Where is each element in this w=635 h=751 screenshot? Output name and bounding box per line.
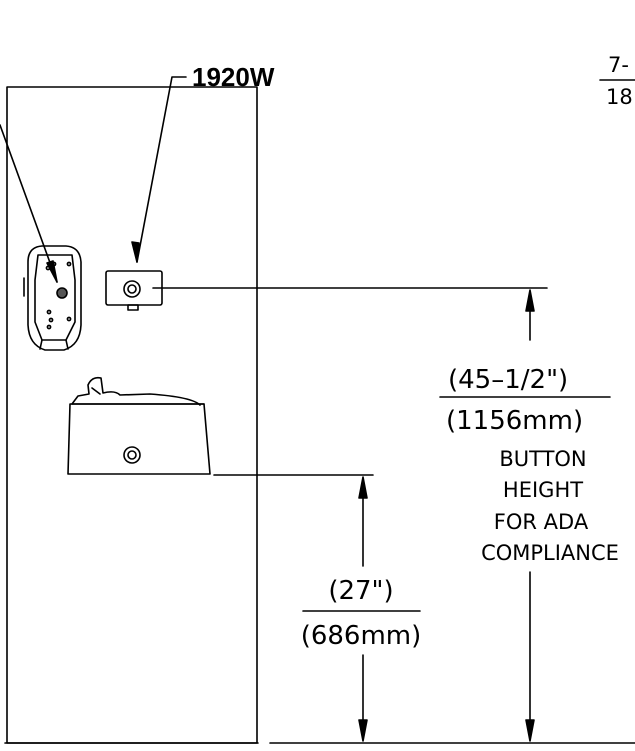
bubbler-height-metric: (686mm) bbox=[301, 621, 422, 651]
wall-panel bbox=[6, 86, 258, 744]
bubbler-height-imperial: (27") bbox=[328, 576, 393, 606]
sensor-plate bbox=[23, 245, 82, 351]
button-height-note-2: HEIGHT bbox=[503, 478, 583, 502]
button-height-imperial: (45–1/2") bbox=[448, 365, 568, 395]
button-height-note-1: BUTTON bbox=[499, 447, 586, 471]
dim-arrow-button-top bbox=[525, 289, 535, 312]
top-right-label-2: 18 bbox=[606, 85, 633, 109]
model-label: 1920W bbox=[192, 62, 275, 92]
leader-1920w-arrowhead bbox=[131, 241, 140, 263]
dim-arrow-bubbler-bottom bbox=[358, 719, 368, 742]
button-height-note-4: COMPLIANCE bbox=[481, 541, 619, 565]
button-height-metric: (1156mm) bbox=[446, 406, 583, 436]
button-height-note-3: FOR ADA bbox=[494, 510, 589, 534]
top-right-label-1: 7- bbox=[608, 53, 629, 77]
dim-arrow-bubbler-top bbox=[358, 476, 368, 499]
leader-left bbox=[0, 124, 58, 283]
push-button-housing bbox=[105, 270, 163, 311]
fountain-unit bbox=[67, 376, 211, 475]
dim-arrow-button-bottom bbox=[525, 719, 535, 742]
leader-1920w bbox=[136, 76, 187, 263]
